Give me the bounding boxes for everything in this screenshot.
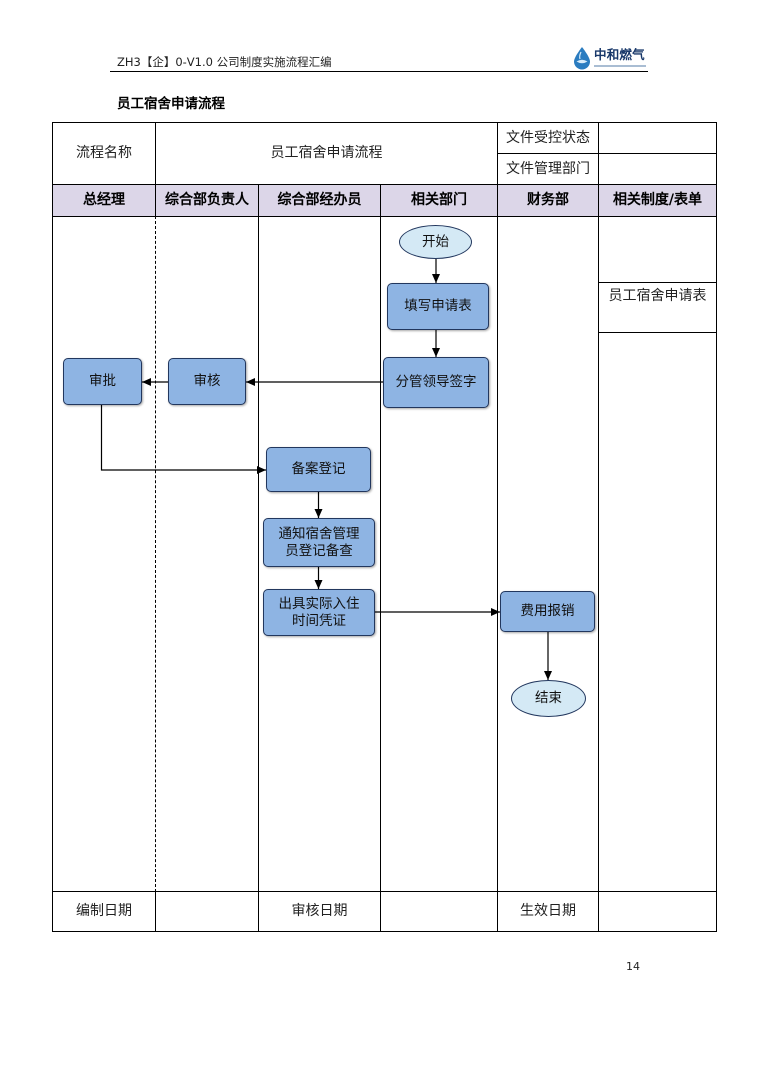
lane-general-manager (52, 216, 156, 892)
form-item-cell: 员工宿舍申请表 (598, 282, 717, 333)
lane-finance (497, 216, 599, 892)
effective-date-label: 生效日期 (497, 891, 599, 932)
control-status-value-cell (598, 122, 717, 154)
lane-header-finance: 财务部 (497, 184, 599, 217)
notify-node-line-1: 通知宿舍管理 (278, 525, 360, 542)
logo-text: 中和燃气 (594, 47, 645, 62)
process-name-label: 流程名称 (76, 145, 132, 161)
process-name-label-cell: 流程名称 (52, 122, 156, 185)
lane-header-policies-forms: 相关制度/表单 (598, 184, 717, 217)
logo-tagline-mark (594, 65, 646, 67)
end-node: 结束 (511, 680, 586, 717)
record-node: 备案登记 (266, 447, 371, 492)
header-rule (110, 71, 648, 72)
mgmt-dept-label: 文件管理部门 (506, 160, 590, 177)
review-node: 审核 (168, 358, 246, 405)
leader-sign-node: 分管领导签字 (383, 357, 489, 408)
review-date-label: 审核日期 (258, 891, 381, 932)
fill-form-node: 填写申请表 (387, 283, 489, 330)
approve-node: 审批 (63, 358, 142, 405)
process-name-value-cell: 员工宿舍申请流程 (155, 122, 498, 185)
forms-cell-top (598, 216, 717, 283)
control-status-label: 文件受控状态 (506, 129, 590, 146)
lane-header-admin-clerk: 综合部经办员 (258, 184, 381, 217)
compiled-date-label: 编制日期 (52, 891, 156, 932)
effective-date-value (598, 891, 717, 932)
review-date-value (380, 891, 498, 932)
certificate-node-line-1: 出具实际入住 (278, 595, 360, 612)
mgmt-dept-value-cell (598, 153, 717, 185)
process-name-value: 员工宿舍申请流程 (270, 145, 383, 161)
notify-dorm-admin-node: 通知宿舍管理 员登记备查 (263, 518, 375, 567)
certificate-node: 出具实际入住 时间凭证 (263, 589, 375, 636)
lane-header-related-dept: 相关部门 (380, 184, 498, 217)
reimburse-node: 费用报销 (500, 591, 595, 632)
page-number: 14 (626, 960, 640, 973)
forms-cell-bottom (598, 332, 717, 892)
compiled-date-value (155, 891, 259, 932)
notify-node-line-2: 员登记备查 (285, 542, 353, 559)
page-title: 员工宿舍申请流程 (117, 96, 225, 112)
company-logo: 中和燃气 (572, 46, 648, 70)
lane-admin-head (155, 216, 259, 892)
lane-header-general-manager: 总经理 (52, 184, 156, 217)
document-code-header: ZH3【企】0-V1.0 公司制度实施流程汇编 (117, 55, 332, 69)
lane-header-admin-head: 综合部负责人 (155, 184, 259, 217)
certificate-node-line-2: 时间凭证 (292, 612, 346, 629)
form-item-dorm-application: 员工宿舍申请表 (608, 288, 707, 304)
droplet-icon (574, 47, 590, 70)
mgmt-dept-label-cell: 文件管理部门 (497, 153, 599, 185)
control-status-label-cell: 文件受控状态 (497, 122, 599, 154)
start-node: 开始 (399, 225, 472, 259)
